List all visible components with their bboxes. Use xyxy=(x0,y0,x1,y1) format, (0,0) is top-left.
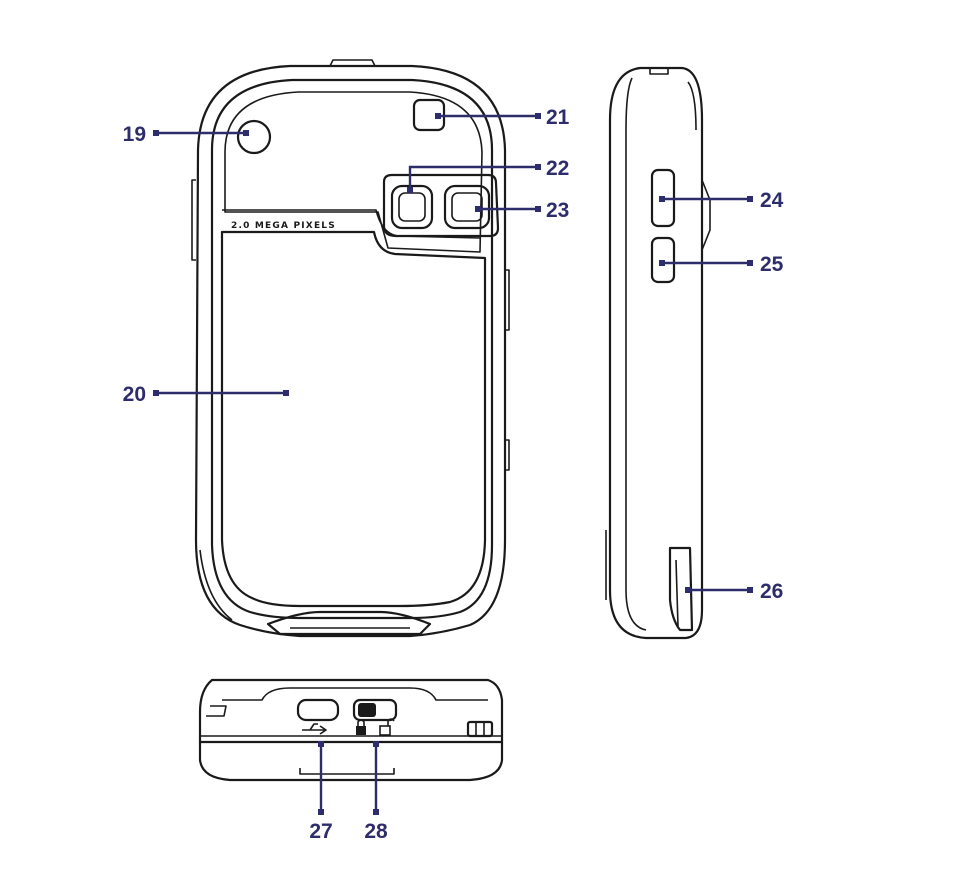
callout-21: 21 xyxy=(435,106,570,129)
voice-command-button xyxy=(650,236,676,284)
callout-label-23: 23 xyxy=(546,199,569,222)
usb-port xyxy=(296,698,340,722)
callout-28: 28 xyxy=(364,741,388,843)
callout-label-20: 20 xyxy=(123,383,146,406)
callout-26: 26 xyxy=(685,580,783,603)
callout-27: 27 xyxy=(309,741,333,843)
camera-label: 2.0 MEGA PIXELS xyxy=(231,221,336,231)
unlock-icon xyxy=(379,718,395,736)
callout-23: 23 xyxy=(475,199,569,222)
callout-22: 22 xyxy=(407,157,569,193)
callout-25: 25 xyxy=(659,253,784,276)
callout-label-24: 24 xyxy=(760,189,784,212)
callout-label-25: 25 xyxy=(760,253,784,276)
callout-label-26: 26 xyxy=(760,580,783,603)
usb-icon xyxy=(302,723,327,735)
callout-label-19: 19 xyxy=(123,123,146,146)
phone-bottom-view xyxy=(198,678,504,782)
callout-label-22: 22 xyxy=(546,157,569,180)
lock-icon xyxy=(356,719,366,735)
phone-back-view: 2.0 MEGA PIXELS xyxy=(191,59,510,638)
callout-label-28: 28 xyxy=(364,820,388,843)
stylus xyxy=(668,546,694,632)
callout-20: 20 xyxy=(123,383,289,406)
light-sensor xyxy=(236,119,272,155)
flash-unit xyxy=(443,184,491,230)
callout-label-27: 27 xyxy=(309,820,332,843)
callout-19: 19 xyxy=(123,123,249,146)
phone-side-view xyxy=(605,66,711,640)
callout-label-21: 21 xyxy=(546,106,570,129)
callout-24: 24 xyxy=(659,189,784,212)
lock-switch xyxy=(352,698,398,722)
side-slot xyxy=(466,720,494,738)
camera-lens xyxy=(390,184,434,230)
